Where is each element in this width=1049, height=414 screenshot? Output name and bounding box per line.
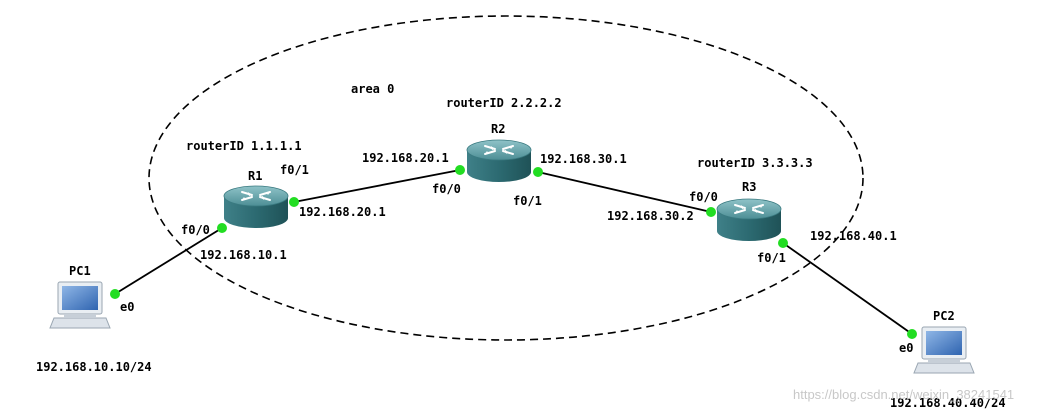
r2-name: R2: [491, 122, 505, 136]
router-r3[interactable]: [716, 198, 782, 242]
pc2-name: PC2: [933, 309, 955, 323]
r1-f0-1-label: f0/1: [280, 163, 309, 177]
watermark-text: https://blog.csdn.net/weixin_38241541: [793, 387, 1014, 402]
r1-f0-0-label: f0/0: [181, 223, 210, 237]
r1-f0-1-ip: 192.168.20.1: [299, 205, 386, 219]
pc-pc2[interactable]: [913, 326, 975, 374]
r3-name: R3: [742, 180, 756, 194]
r1-f0-0-ip: 192.168.10.1: [200, 248, 287, 262]
pc1-iface: e0: [120, 300, 134, 314]
link-pc1-r1: [114, 227, 223, 295]
r2-f0-1-label: f0/1: [513, 194, 542, 208]
pc2-iface: e0: [899, 341, 913, 355]
r2-router-id: routerID 2.2.2.2: [446, 96, 562, 110]
r3-f0-1-label: f0/1: [757, 251, 786, 265]
pc2-ip: 192.168.40.40/24: [890, 396, 1006, 410]
port-dot-r3-f0-0: [706, 207, 716, 217]
area-boundary: [148, 15, 864, 341]
port-dot-r1-f0-1: [289, 197, 299, 207]
port-dot-pc1-e0: [110, 289, 120, 299]
port-dot-r3-f0-1: [778, 238, 788, 248]
r2-f0-0-label: f0/0: [432, 182, 461, 196]
r2-f0-0-ip: 192.168.20.1: [362, 151, 449, 165]
link-r2-r3: [537, 171, 712, 213]
port-dot-r2-f0-0: [455, 165, 465, 175]
port-dot-r2-f0-1: [533, 167, 543, 177]
pc1-name: PC1: [69, 264, 91, 278]
router-r1[interactable]: [223, 185, 289, 229]
r3-f0-0-ip: 192.168.30.2: [607, 209, 694, 223]
area-label: area 0: [351, 82, 394, 96]
link-r1-r2: [293, 169, 461, 203]
link-r3-pc2: [782, 242, 913, 335]
port-dot-r1-f0-0: [217, 223, 227, 233]
r1-router-id: routerID 1.1.1.1: [186, 139, 302, 153]
r3-router-id: routerID 3.3.3.3: [697, 156, 813, 170]
pc-pc1[interactable]: [49, 281, 111, 329]
router-r2[interactable]: [466, 139, 532, 183]
r1-name: R1: [248, 169, 262, 183]
r3-f0-1-ip: 192.168.40.1: [810, 229, 897, 243]
pc1-ip: 192.168.10.10/24: [36, 360, 152, 374]
r2-f0-1-ip: 192.168.30.1: [540, 152, 627, 166]
r3-f0-0-label: f0/0: [689, 190, 718, 204]
port-dot-pc2-e0: [907, 329, 917, 339]
